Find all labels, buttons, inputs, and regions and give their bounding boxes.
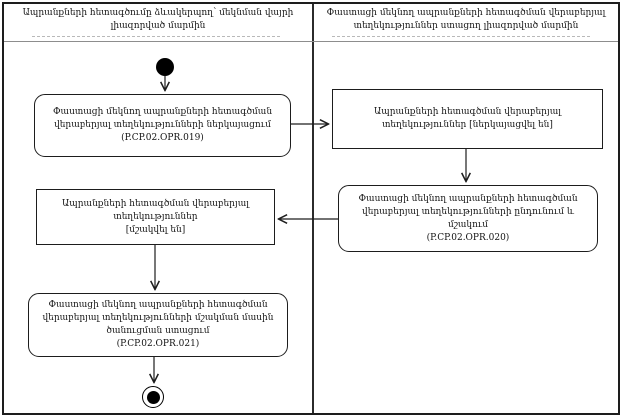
state-node-processed-line3: [մշակվել են]	[125, 224, 186, 235]
state-node-processed: Ապրանքների հետագծման վերաբերյալ տեղեկութ…	[36, 189, 275, 245]
final-node	[142, 386, 164, 408]
action-node-op20-line3: մշակում	[447, 219, 489, 230]
action-node-op20-line1: Փաստացի մեկնող ապրանքների հետագծման	[358, 193, 578, 204]
action-node-op19: Փաստացի մեկնող ապրանքների հետագծման վերա…	[34, 94, 291, 157]
action-node-op21-line2: վերաբերյալ տեղեկությունների մշակման մասի…	[42, 313, 274, 323]
action-node-op20-line2: վերաբերյալ տեղեկությունների ընդունում և	[362, 206, 574, 217]
lane-title-right-line1: Փաստացի մեկնող ապրանքների հետագծման վերա…	[326, 8, 606, 18]
final-node-dot	[146, 390, 160, 404]
lane-title-right: Փաստացի մեկնող ապրանքների հետագծման վերա…	[318, 7, 614, 33]
lane-title-left-line2: լիազորված մարմին	[110, 21, 206, 31]
action-node-op21: Փաստացի մեկնող ապրանքների հետագծման վերա…	[28, 293, 288, 357]
state-node-processed-line1: Ապրանքների հետագծման վերաբերյալ	[62, 198, 249, 209]
state-node-submitted-line2: տեղեկություններ [ներկայացվել են]	[382, 120, 553, 130]
state-node-submitted-line1: Ապրանքների հետագծման վերաբերյալ	[374, 107, 561, 117]
swimlane-divider	[312, 4, 314, 413]
state-node-processed-line2: տեղեկություններ	[113, 211, 198, 222]
lane-title-right-line2: տեղեկություններ ստացող լիազորված մարմին	[353, 21, 579, 31]
lane-title-left-line1: Ապրանքների հետագծումը ձևակերպող՝ մեկնման…	[22, 8, 294, 18]
action-node-op21-line3: ծանուցման ստացում	[106, 326, 210, 336]
action-node-op19-line1: Փաստացի մեկնող ապրանքների հետագծման	[52, 107, 273, 117]
scan-artifact-dashes	[32, 36, 280, 37]
action-node-op19-line2: վերաբերյալ տեղեկությունների ներկայացում	[54, 120, 271, 130]
initial-node	[156, 58, 174, 76]
action-node-op21-code: (P.CP.02.OPR.021)	[116, 339, 200, 349]
lane-title-left: Ապրանքների հետագծումը ձևակերպող՝ մեկնման…	[8, 7, 308, 33]
action-node-op20: Փաստացի մեկնող ապրանքների հետագծման վերա…	[338, 185, 598, 252]
action-node-op19-code: (P.CP.02.OPR.019)	[121, 133, 204, 143]
action-node-op20-code: (P.CP.02.OPR.020)	[426, 232, 510, 243]
action-node-op21-line1: Փաստացի մեկնող ապրանքների հետագծման	[48, 300, 268, 310]
lane-header-separator	[4, 41, 618, 42]
state-node-submitted: Ապրանքների հետագծման վերաբերյալ տեղեկութ…	[332, 89, 603, 149]
scan-artifact-dashes	[332, 36, 590, 37]
